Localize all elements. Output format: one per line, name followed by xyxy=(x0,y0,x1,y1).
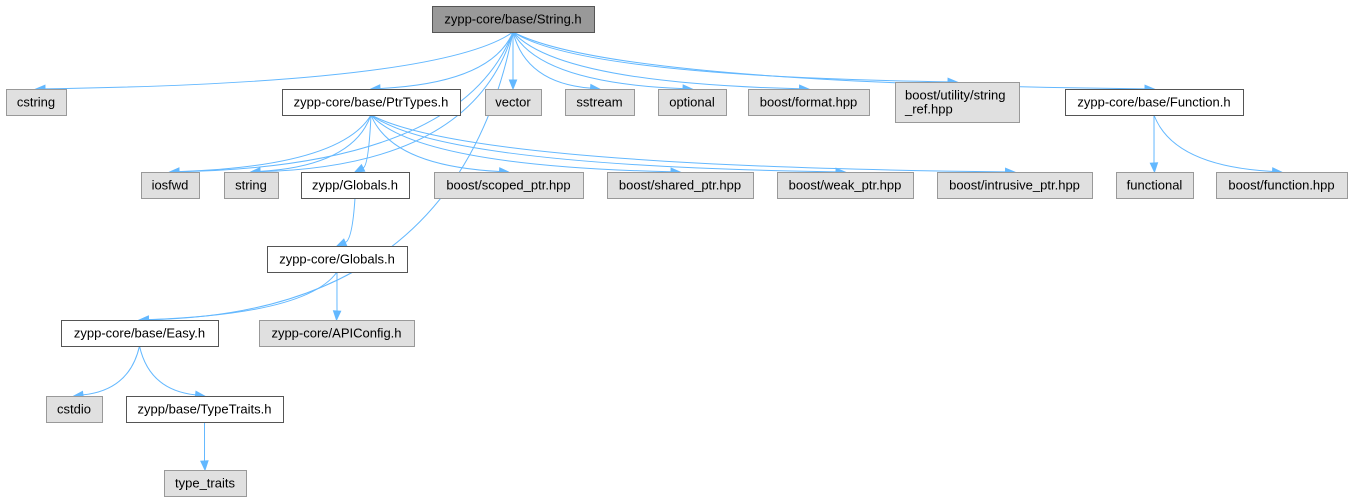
edge-function_h-to-functional xyxy=(1149,114,1159,174)
node-label: zypp/base/TypeTraits.h xyxy=(138,402,272,417)
node-box xyxy=(1116,172,1194,199)
node-label: iosfwd xyxy=(152,178,189,193)
node-label: zypp-core/APIConfig.h xyxy=(271,326,401,341)
node-label: cstring xyxy=(17,95,55,110)
node-optional: optional xyxy=(658,89,727,116)
node-box xyxy=(658,89,727,116)
node-label: boost/scoped_ptr.hpp xyxy=(446,178,570,193)
node-box xyxy=(565,89,635,116)
node-box xyxy=(46,396,103,423)
node-box xyxy=(267,246,408,273)
edge-ptrtypes_h-to-zypp_globals_h xyxy=(353,114,372,173)
edge-zypp_globals_h-to-core_globals_h xyxy=(335,197,356,247)
edge-ptrtypes_h-to-boost_intrusive_ptr xyxy=(370,114,1016,177)
node-boost_shared_ptr: boost/shared_ptr.hpp xyxy=(607,172,754,199)
edge-ptrtypes_h-to-boost_shared_ptr xyxy=(370,114,682,177)
node-box xyxy=(777,172,914,199)
node-box xyxy=(224,172,279,199)
node-label: zypp-core/base/PtrTypes.h xyxy=(294,95,449,110)
node-box xyxy=(607,172,754,199)
edge-string_h-to-vector xyxy=(508,32,518,91)
node-label: vector xyxy=(495,95,531,110)
edge-function_h-to-boost_function xyxy=(1153,114,1283,176)
node-label: type_traits xyxy=(175,476,235,491)
edge-easy_h-to-cstdio xyxy=(72,345,140,400)
node-boost_scoped_ptr: boost/scoped_ptr.hpp xyxy=(434,172,584,199)
node-function_h[interactable]: zypp-core/base/Function.h xyxy=(1065,89,1244,116)
node-type_traits: type_traits xyxy=(164,470,247,497)
node-box xyxy=(282,89,461,116)
edge-string_h-to-function_h xyxy=(512,31,1156,94)
node-boost_weak_ptr: boost/weak_ptr.hpp xyxy=(777,172,914,199)
edge-typetraits_h-to-type_traits xyxy=(200,421,209,472)
node-iosfwd: iosfwd xyxy=(141,172,200,199)
node-box xyxy=(6,89,67,116)
node-box xyxy=(432,6,595,33)
node-label: boost/intrusive_ptr.hpp xyxy=(949,178,1080,193)
node-box xyxy=(1216,172,1348,199)
node-sstream: sstream xyxy=(565,89,635,116)
node-zypp_globals_h[interactable]: zypp/Globals.h xyxy=(301,172,410,199)
node-typetraits_h[interactable]: zypp/base/TypeTraits.h xyxy=(126,396,284,423)
edge-easy_h-to-typetraits_h xyxy=(139,345,206,400)
edge-string_h-to-boost_format xyxy=(512,31,810,94)
node-box xyxy=(895,82,1020,123)
edge-string_h-to-optional xyxy=(512,31,694,93)
node-label: boost/format.hpp xyxy=(760,95,858,110)
node-label: cstdio xyxy=(57,402,91,417)
node-boost_format: boost/format.hpp xyxy=(748,89,870,116)
edge-core_globals_h-to-easy_h xyxy=(138,271,338,324)
node-label: zypp-core/base/Easy.h xyxy=(74,326,205,341)
node-label: boost/function.hpp xyxy=(1228,178,1334,193)
node-label: sstream xyxy=(576,95,622,110)
node-ptrtypes_h[interactable]: zypp-core/base/PtrTypes.h xyxy=(282,89,461,116)
node-label: zypp-core/Globals.h xyxy=(279,252,395,267)
node-string: string xyxy=(224,172,279,199)
node-cstdio: cstdio xyxy=(46,396,103,423)
edge-string_h-to-cstring xyxy=(34,31,514,94)
node-label: functional xyxy=(1127,178,1183,193)
node-box xyxy=(141,172,200,199)
node-vector: vector xyxy=(485,89,542,116)
edge-string_h-to-ptrtypes_h xyxy=(369,31,514,93)
node-box xyxy=(164,470,247,497)
node-label: zypp-core/base/String.h xyxy=(444,12,581,27)
node-box xyxy=(259,320,415,347)
node-box xyxy=(937,172,1093,199)
node-boost_intrusive_ptr: boost/intrusive_ptr.hpp xyxy=(937,172,1093,199)
edge-string_h-to-boost_string_ref xyxy=(512,31,959,87)
node-label: optional xyxy=(669,95,715,110)
node-cstring: cstring xyxy=(6,89,67,116)
node-core_globals_h[interactable]: zypp-core/Globals.h xyxy=(267,246,408,273)
node-box xyxy=(434,172,584,199)
node-label: _ref.hpp xyxy=(904,102,953,117)
node-box xyxy=(126,396,284,423)
node-label: zypp/Globals.h xyxy=(312,178,398,193)
node-easy_h[interactable]: zypp-core/base/Easy.h xyxy=(61,320,219,347)
node-box xyxy=(61,320,219,347)
node-label: string xyxy=(235,178,267,193)
nodes-layer: zypp-core/base/String.h cstring zypp-core/… xyxy=(6,6,1348,497)
node-box xyxy=(485,89,542,116)
edge-string_h-to-sstream xyxy=(512,31,601,93)
node-box xyxy=(301,172,410,199)
node-box xyxy=(1065,89,1244,116)
node-functional: functional xyxy=(1116,172,1194,199)
node-label: boost/utility/string xyxy=(905,88,1005,103)
node-string_h: zypp-core/base/String.h xyxy=(432,6,595,33)
node-boost_function: boost/function.hpp xyxy=(1216,172,1348,199)
node-apiconfig_h: zypp-core/APIConfig.h xyxy=(259,320,415,347)
node-label: boost/shared_ptr.hpp xyxy=(619,178,741,193)
node-box xyxy=(748,89,870,116)
node-label: boost/weak_ptr.hpp xyxy=(789,178,902,193)
edge-core_globals_h-to-apiconfig_h xyxy=(332,271,342,322)
node-label: zypp-core/base/Function.h xyxy=(1077,95,1230,110)
node-boost_string_ref: boost/utility/string_ref.hpp xyxy=(895,82,1020,123)
